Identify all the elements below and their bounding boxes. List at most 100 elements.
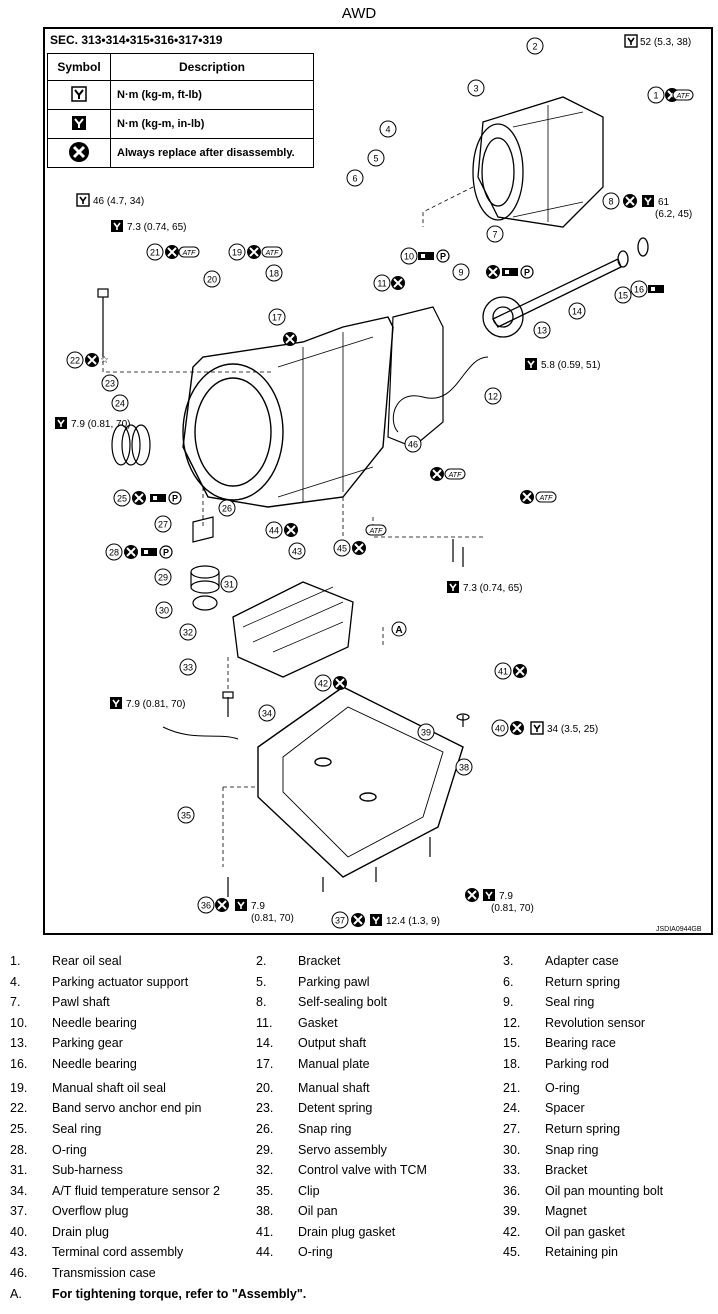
legend-number: 17. [256, 1057, 274, 1071]
callout-number: 30 [159, 606, 169, 616]
callout-circle [228, 243, 246, 261]
callout-number: 40 [495, 724, 505, 734]
callout-circle [533, 321, 551, 339]
legend-number: 4. [10, 975, 21, 989]
torque-8: 61 [658, 197, 670, 208]
legend-number: 44. [256, 1245, 274, 1259]
legend-number: 25. [10, 1122, 28, 1136]
section-code: SEC. 313•314•315•316•317•319 [50, 33, 223, 47]
legend-label: Needle bearing [52, 1016, 137, 1030]
callout-number: 17 [272, 313, 282, 323]
callout-circle [333, 539, 351, 557]
legend-label: Bracket [298, 954, 341, 968]
legend-number: 26. [256, 1122, 274, 1136]
callout-number: 42 [318, 679, 328, 689]
callout-number: 13 [537, 326, 547, 336]
torque-wrench-icon [47, 80, 111, 110]
torque-wrench-icons [54, 34, 655, 927]
legend-number: 5. [256, 975, 267, 989]
torque-21a: 7.3 (0.74, 65) [127, 222, 186, 233]
legend-label: O-ring [52, 1143, 87, 1157]
torque-36b: (0.81, 70) [251, 913, 294, 924]
legend-label: Control valve with TCM [298, 1163, 427, 1177]
legend-label: Magnet [545, 1204, 587, 1218]
callout-number: 46 [408, 440, 418, 450]
callout-number: 7 [492, 230, 497, 240]
callout-circle [526, 37, 544, 55]
symbol-description: N·m (kg-m, ft-lb) [110, 80, 314, 110]
legend-label: Seal ring [52, 1122, 102, 1136]
legend-label: O-ring [545, 1081, 580, 1095]
callout-number: 32 [183, 628, 193, 638]
callout-number: 39 [421, 728, 431, 738]
legend-number: 35. [256, 1184, 274, 1198]
callout-circle [404, 435, 422, 453]
legend-label: O-ring [298, 1245, 333, 1259]
legend-number: 36. [503, 1184, 521, 1198]
legend-label: Output shaft [298, 1036, 367, 1050]
legend-number: 23. [256, 1101, 274, 1115]
callout-number: 16 [634, 285, 644, 295]
legend-number: 14. [256, 1036, 274, 1050]
callout-circle [101, 374, 119, 392]
callout-number: 26 [222, 504, 232, 514]
legend-number: 10. [10, 1016, 28, 1030]
legend-label: Bearing race [545, 1036, 616, 1050]
callout-circle [105, 543, 123, 561]
legend-label: Drain plug gasket [298, 1225, 396, 1239]
torque-36a: 7.9 [251, 901, 265, 912]
callout-number: 23 [105, 379, 115, 389]
callout-number: 4 [385, 125, 390, 135]
callout-number: 43 [292, 547, 302, 557]
callout-circle [111, 394, 129, 412]
legend-label: Return spring [545, 975, 621, 989]
callout-number: 5 [373, 154, 378, 164]
callout-number: 36 [201, 901, 211, 911]
callout-circle [197, 896, 215, 914]
legend-label: Parking pawl [298, 975, 370, 989]
callout-number: 33 [183, 663, 193, 673]
page-title: AWD [341, 5, 377, 22]
legend-label: Snap ring [545, 1143, 599, 1157]
legend-number: 11. [256, 1016, 273, 1030]
legend-label: A/T fluid temperature sensor 2 [52, 1184, 220, 1198]
legend-label: Detent spring [298, 1101, 373, 1115]
reference-a-tag: A [391, 621, 407, 637]
legend-number: 19. [10, 1081, 28, 1095]
legend-number: 12. [503, 1016, 521, 1030]
callout-circle [66, 351, 84, 369]
legend-label: Revolution sensor [545, 1016, 646, 1030]
callout-number: 35 [181, 811, 191, 821]
callout-number: 9 [458, 268, 463, 278]
legend-label: Manual plate [298, 1057, 370, 1071]
legend-number: 31. [10, 1163, 28, 1177]
callout-number: 15 [618, 291, 628, 301]
legend-label: Snap ring [298, 1122, 352, 1136]
callout-circle [467, 79, 485, 97]
legend-label: Parking actuator support [52, 975, 189, 989]
callout-circle [265, 521, 283, 539]
callout-circle [417, 723, 435, 741]
legend-label: Retaining pin [545, 1245, 618, 1259]
torque-values: 52 (5.3, 38) 61 (6.2, 45) 46 (4.7, 34) 7… [71, 37, 692, 927]
legend-label: Needle bearing [52, 1057, 137, 1071]
legend-number: 3. [503, 954, 514, 968]
legend-label: Spacer [545, 1101, 585, 1115]
callout-circle [602, 192, 620, 210]
callout-number: 27 [158, 520, 168, 530]
callout-circle [630, 280, 648, 298]
callout-circle [614, 286, 632, 304]
svg-text:☆: ☆ [100, 355, 109, 366]
legend-number: 21. [503, 1081, 521, 1095]
footnote-text: For tightening torque, refer to "Assembl… [52, 1287, 307, 1301]
callout-circle [154, 515, 172, 533]
legend-label: Manual shaft oil seal [52, 1081, 166, 1095]
legend-number: 6. [503, 975, 514, 989]
callout-circle [494, 662, 512, 680]
callout-circle [203, 270, 221, 288]
callout-circle [367, 149, 385, 167]
legend-label: Oil pan gasket [545, 1225, 625, 1239]
legend-number: 1. [10, 954, 21, 968]
legend-label: Oil pan [298, 1204, 338, 1218]
legend-number: 22. [10, 1101, 28, 1115]
